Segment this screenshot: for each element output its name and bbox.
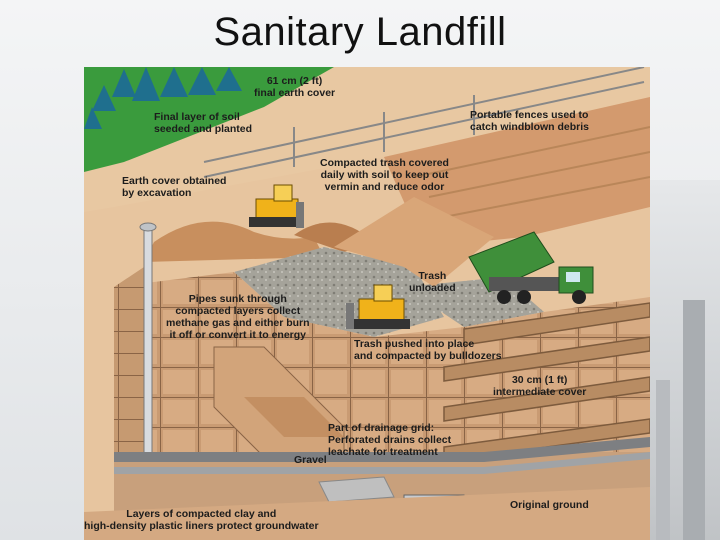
label-intermediate: 30 cm (1 ft) intermediate cover bbox=[493, 374, 586, 398]
label-final-soil: Final layer of soil seeded and planted bbox=[154, 111, 252, 135]
label-trash-unloaded: Trash unloaded bbox=[409, 270, 456, 294]
slide-title: Sanitary Landfill bbox=[0, 10, 720, 55]
gas-pipe bbox=[144, 227, 152, 457]
label-original-ground: Original ground bbox=[510, 499, 589, 511]
label-gravel: Gravel bbox=[294, 454, 327, 466]
smokestack-decoration bbox=[683, 300, 705, 540]
label-earth-cover: Earth cover obtained by excavation bbox=[122, 175, 226, 199]
label-final-cover: 61 cm (2 ft) final earth cover bbox=[254, 75, 335, 99]
label-pipes: Pipes sunk through compacted layers coll… bbox=[166, 293, 310, 341]
background-decoration bbox=[640, 180, 720, 540]
label-drainage: Part of drainage grid: Perforated drains… bbox=[328, 422, 451, 458]
gravel bbox=[319, 477, 394, 502]
landfill-diagram: 61 cm (2 ft) final earth cover Final lay… bbox=[84, 67, 650, 540]
smokestack-decoration bbox=[656, 380, 670, 540]
label-trash-pushed: Trash pushed into place and compacted by… bbox=[354, 338, 502, 362]
label-liners: Layers of compacted clay and high-densit… bbox=[84, 508, 319, 532]
label-compacted-daily: Compacted trash covered daily with soil … bbox=[320, 157, 449, 193]
label-fences: Portable fences used to catch windblown … bbox=[470, 109, 589, 133]
